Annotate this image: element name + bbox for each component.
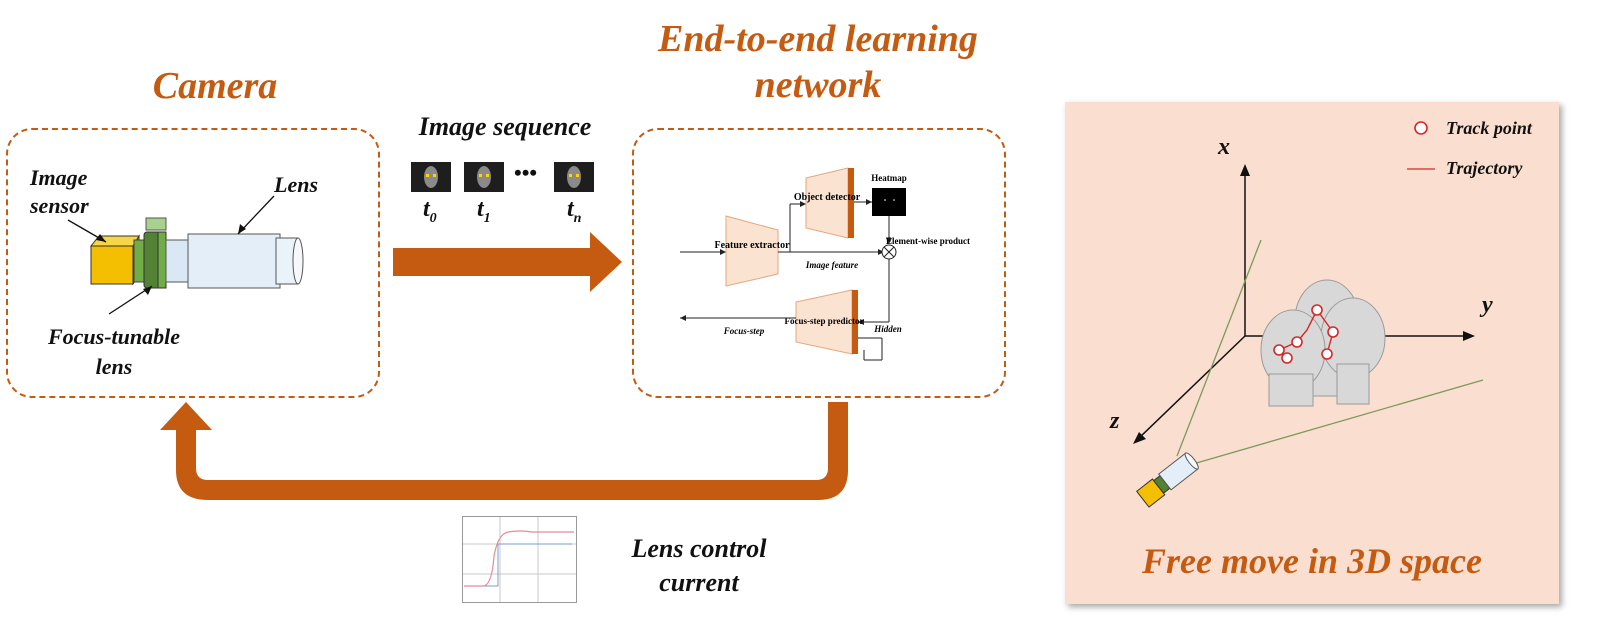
focus-tunable-lens-part bbox=[133, 217, 167, 289]
lens-tube bbox=[165, 233, 304, 289]
object-detector-block bbox=[805, 167, 849, 239]
network-diagram: Feature extractor Object detector Heatma… bbox=[680, 167, 970, 361]
element-wise-label: Element-wise product bbox=[886, 236, 970, 246]
frame-label-1: t1 bbox=[477, 196, 491, 226]
sequence-ellipsis: ••• bbox=[514, 160, 538, 185]
focus-step-label: Focus-step bbox=[723, 326, 765, 336]
legend-track-marker bbox=[1414, 121, 1428, 135]
feature-extractor-label: Feature extractor bbox=[714, 240, 790, 251]
head-figures bbox=[1260, 279, 1386, 407]
network-box bbox=[632, 128, 1006, 398]
image-sensor-label: Image sensor bbox=[30, 165, 89, 218]
frame-thumbnail-n bbox=[554, 162, 594, 192]
hidden-label: Hidden bbox=[873, 324, 902, 334]
forward-arrow bbox=[393, 232, 622, 292]
mini-camera bbox=[1135, 452, 1199, 508]
object-detector-label: Object detector bbox=[794, 192, 861, 203]
focus-step-predictor-label: Focus-step predictor bbox=[784, 316, 863, 326]
frame-label-0: t0 bbox=[423, 196, 437, 226]
lens-label: Lens bbox=[274, 172, 318, 197]
axis-x-label: x bbox=[1218, 134, 1230, 160]
frame-thumbnail-0 bbox=[411, 162, 451, 192]
heatmap-block bbox=[872, 188, 906, 216]
network-title: End-to-end learning network bbox=[658, 18, 978, 106]
lens-control-label: Lens control current bbox=[631, 534, 767, 597]
lens-control-plot bbox=[462, 516, 577, 603]
legend-track-label: Track point bbox=[1446, 118, 1532, 138]
legend-trajectory-label: Trajectory bbox=[1446, 158, 1523, 178]
space-illustration bbox=[1133, 121, 1484, 508]
heatmap-label: Heatmap bbox=[871, 173, 907, 183]
image-feature-label: Image feature bbox=[805, 260, 858, 270]
flow-arrows bbox=[160, 232, 848, 500]
image-sequence-title: Image sequence bbox=[418, 112, 592, 141]
track-points bbox=[1273, 304, 1339, 364]
frame-label-n: tn bbox=[567, 196, 582, 226]
feedback-arrow bbox=[160, 402, 848, 500]
axis-y-label: y bbox=[1482, 292, 1493, 318]
axis-z-label: z bbox=[1110, 408, 1120, 434]
feature-extractor-block bbox=[725, 215, 779, 287]
space-title: Free move in 3D space bbox=[1142, 541, 1482, 581]
camera-illustration bbox=[67, 195, 304, 315]
camera-title: Camera bbox=[152, 65, 278, 107]
frame-thumbnail-1 bbox=[464, 162, 504, 192]
focus-tunable-label: Focus-tunable lens bbox=[47, 324, 181, 379]
